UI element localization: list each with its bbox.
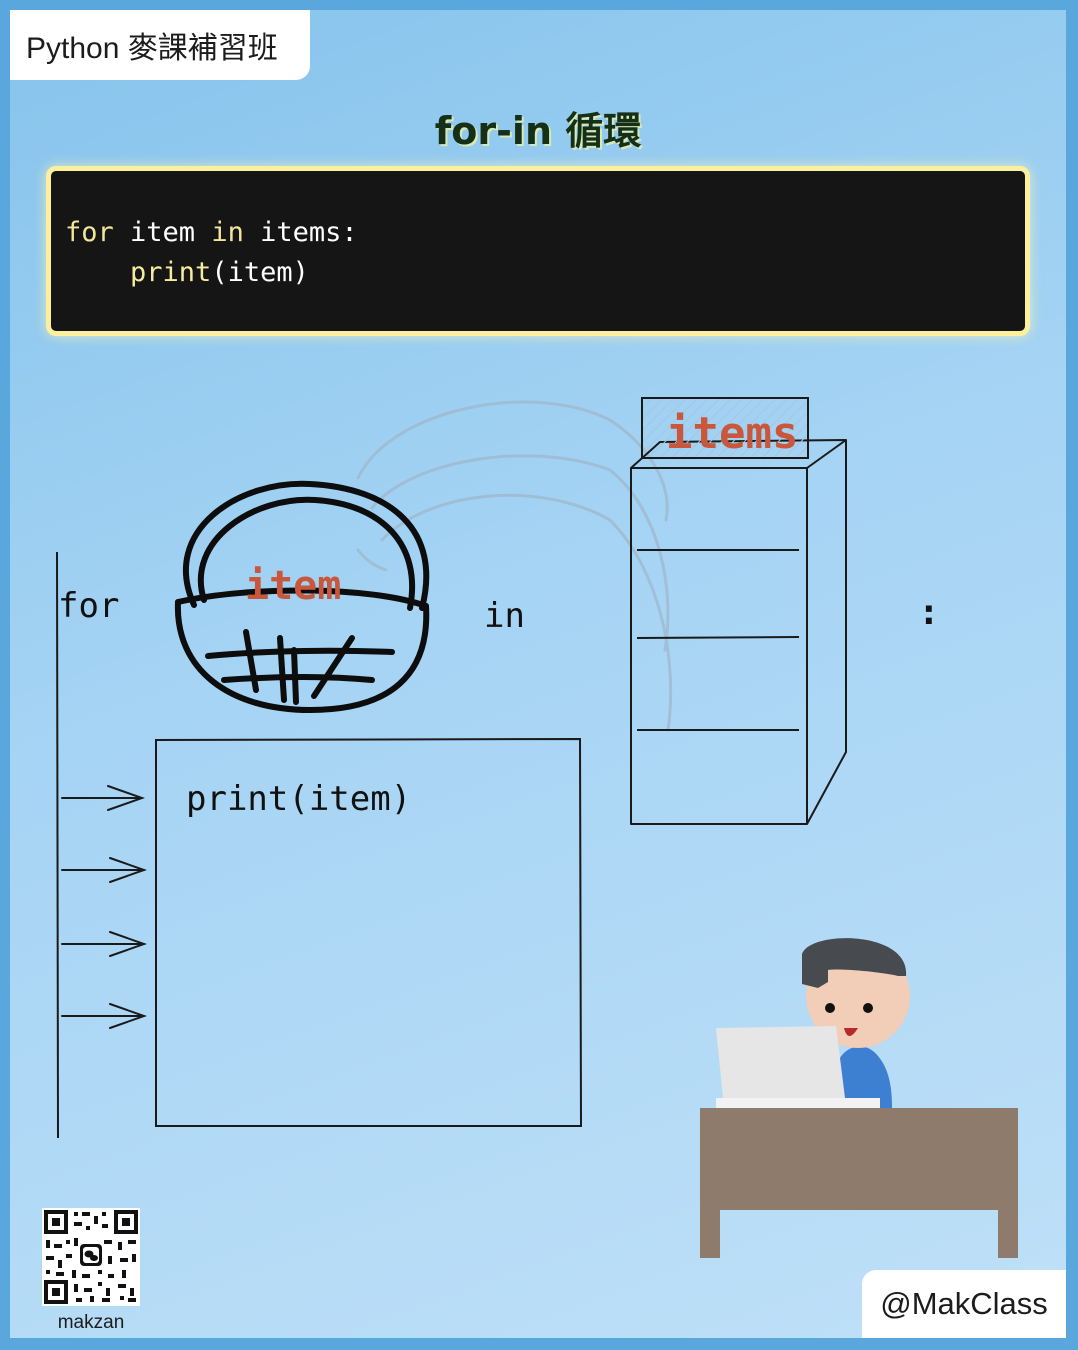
for-in-diagram: for item in — [56, 397, 1018, 1258]
code-keyword-for: for — [65, 217, 114, 248]
code-line-1: for item in items: — [65, 217, 358, 248]
qr-code-icon — [42, 1208, 140, 1306]
motion-arcs — [356, 400, 673, 732]
iteration-arrows — [61, 785, 148, 1029]
arrow-icon — [61, 785, 146, 811]
item-label: item — [245, 563, 341, 609]
basket-icon — [174, 480, 430, 713]
items-box — [641, 397, 809, 459]
code-line-2: print(item) — [65, 257, 309, 288]
code-text: item — [113, 217, 212, 248]
page-title: for-in 循環 — [434, 109, 642, 153]
items-label: items — [666, 408, 798, 459]
code-function-print: print — [130, 257, 212, 288]
code-block: for item in items: print(item) — [46, 166, 1030, 336]
arrow-icon — [61, 857, 148, 883]
for-label: for — [58, 586, 119, 626]
arrow-icon — [61, 1003, 148, 1029]
code-keyword-in: in — [211, 217, 244, 248]
print-label: print(item) — [186, 779, 411, 819]
social-handle: @MakClass — [862, 1270, 1066, 1338]
shelf-icon — [630, 439, 847, 825]
arrow-icon — [61, 931, 148, 957]
code-text: items: — [243, 217, 358, 248]
person-at-desk-illustration — [700, 938, 1018, 1258]
code-text: (item) — [211, 257, 309, 288]
in-label: in — [484, 596, 525, 636]
person-hair — [802, 938, 907, 988]
brand-label: Python 麥課補習班 — [10, 10, 310, 80]
infographic-card: Python 麥課補習班 for-in 循環 for item in items… — [10, 10, 1066, 1338]
desk — [700, 1108, 1018, 1210]
laptop-icon — [716, 1026, 846, 1108]
person-body — [836, 1046, 892, 1108]
colon-label: : — [918, 592, 940, 633]
loop-line — [56, 551, 59, 1139]
loop-body-box — [155, 737, 583, 1127]
qr-label: makzan — [57, 1312, 125, 1333]
